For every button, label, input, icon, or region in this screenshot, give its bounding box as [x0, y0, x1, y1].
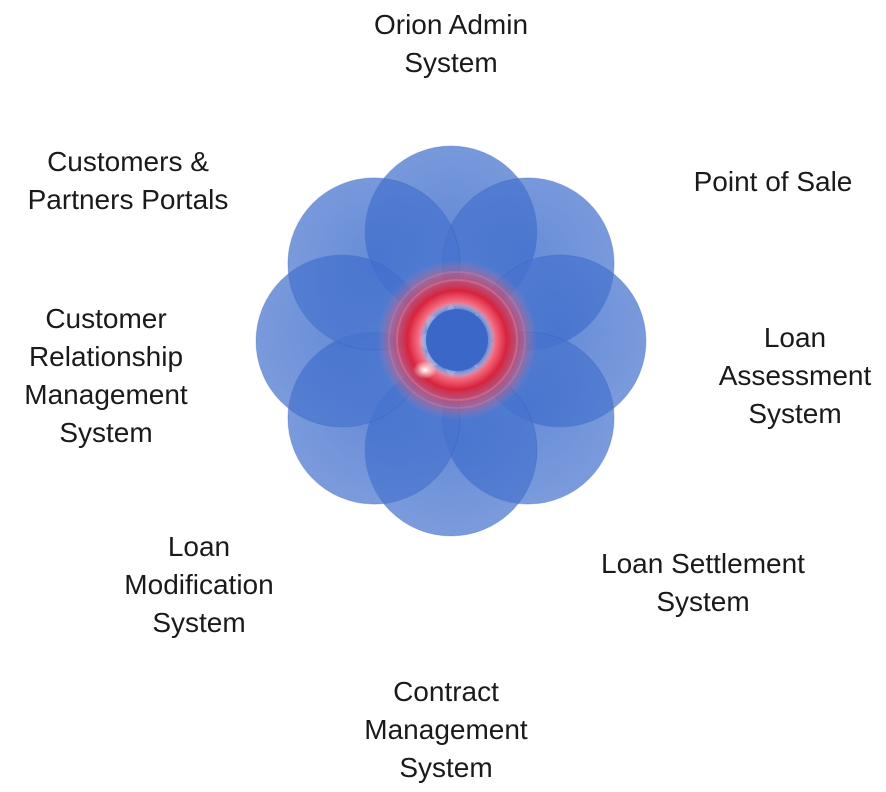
label-loan-settlement-system: Loan Settlement System — [601, 548, 805, 617]
label-customer-relationship-management-system: Customer Relationship Management System — [24, 303, 188, 448]
label-loan-assessment-system: Loan Assessment System — [718, 322, 872, 429]
label-loan-modification-system: Loan Modification System — [124, 531, 274, 638]
ring-highlight — [413, 361, 437, 379]
label-customers-partners-portals: Customers & Partners Portals — [27, 146, 229, 215]
center-ring — [377, 260, 537, 420]
label-point-of-sale: Point of Sale — [693, 166, 853, 197]
label-orion-admin-system: Orion Admin System — [373, 9, 529, 78]
label-contract-management-system: Contract Management System — [364, 676, 528, 783]
